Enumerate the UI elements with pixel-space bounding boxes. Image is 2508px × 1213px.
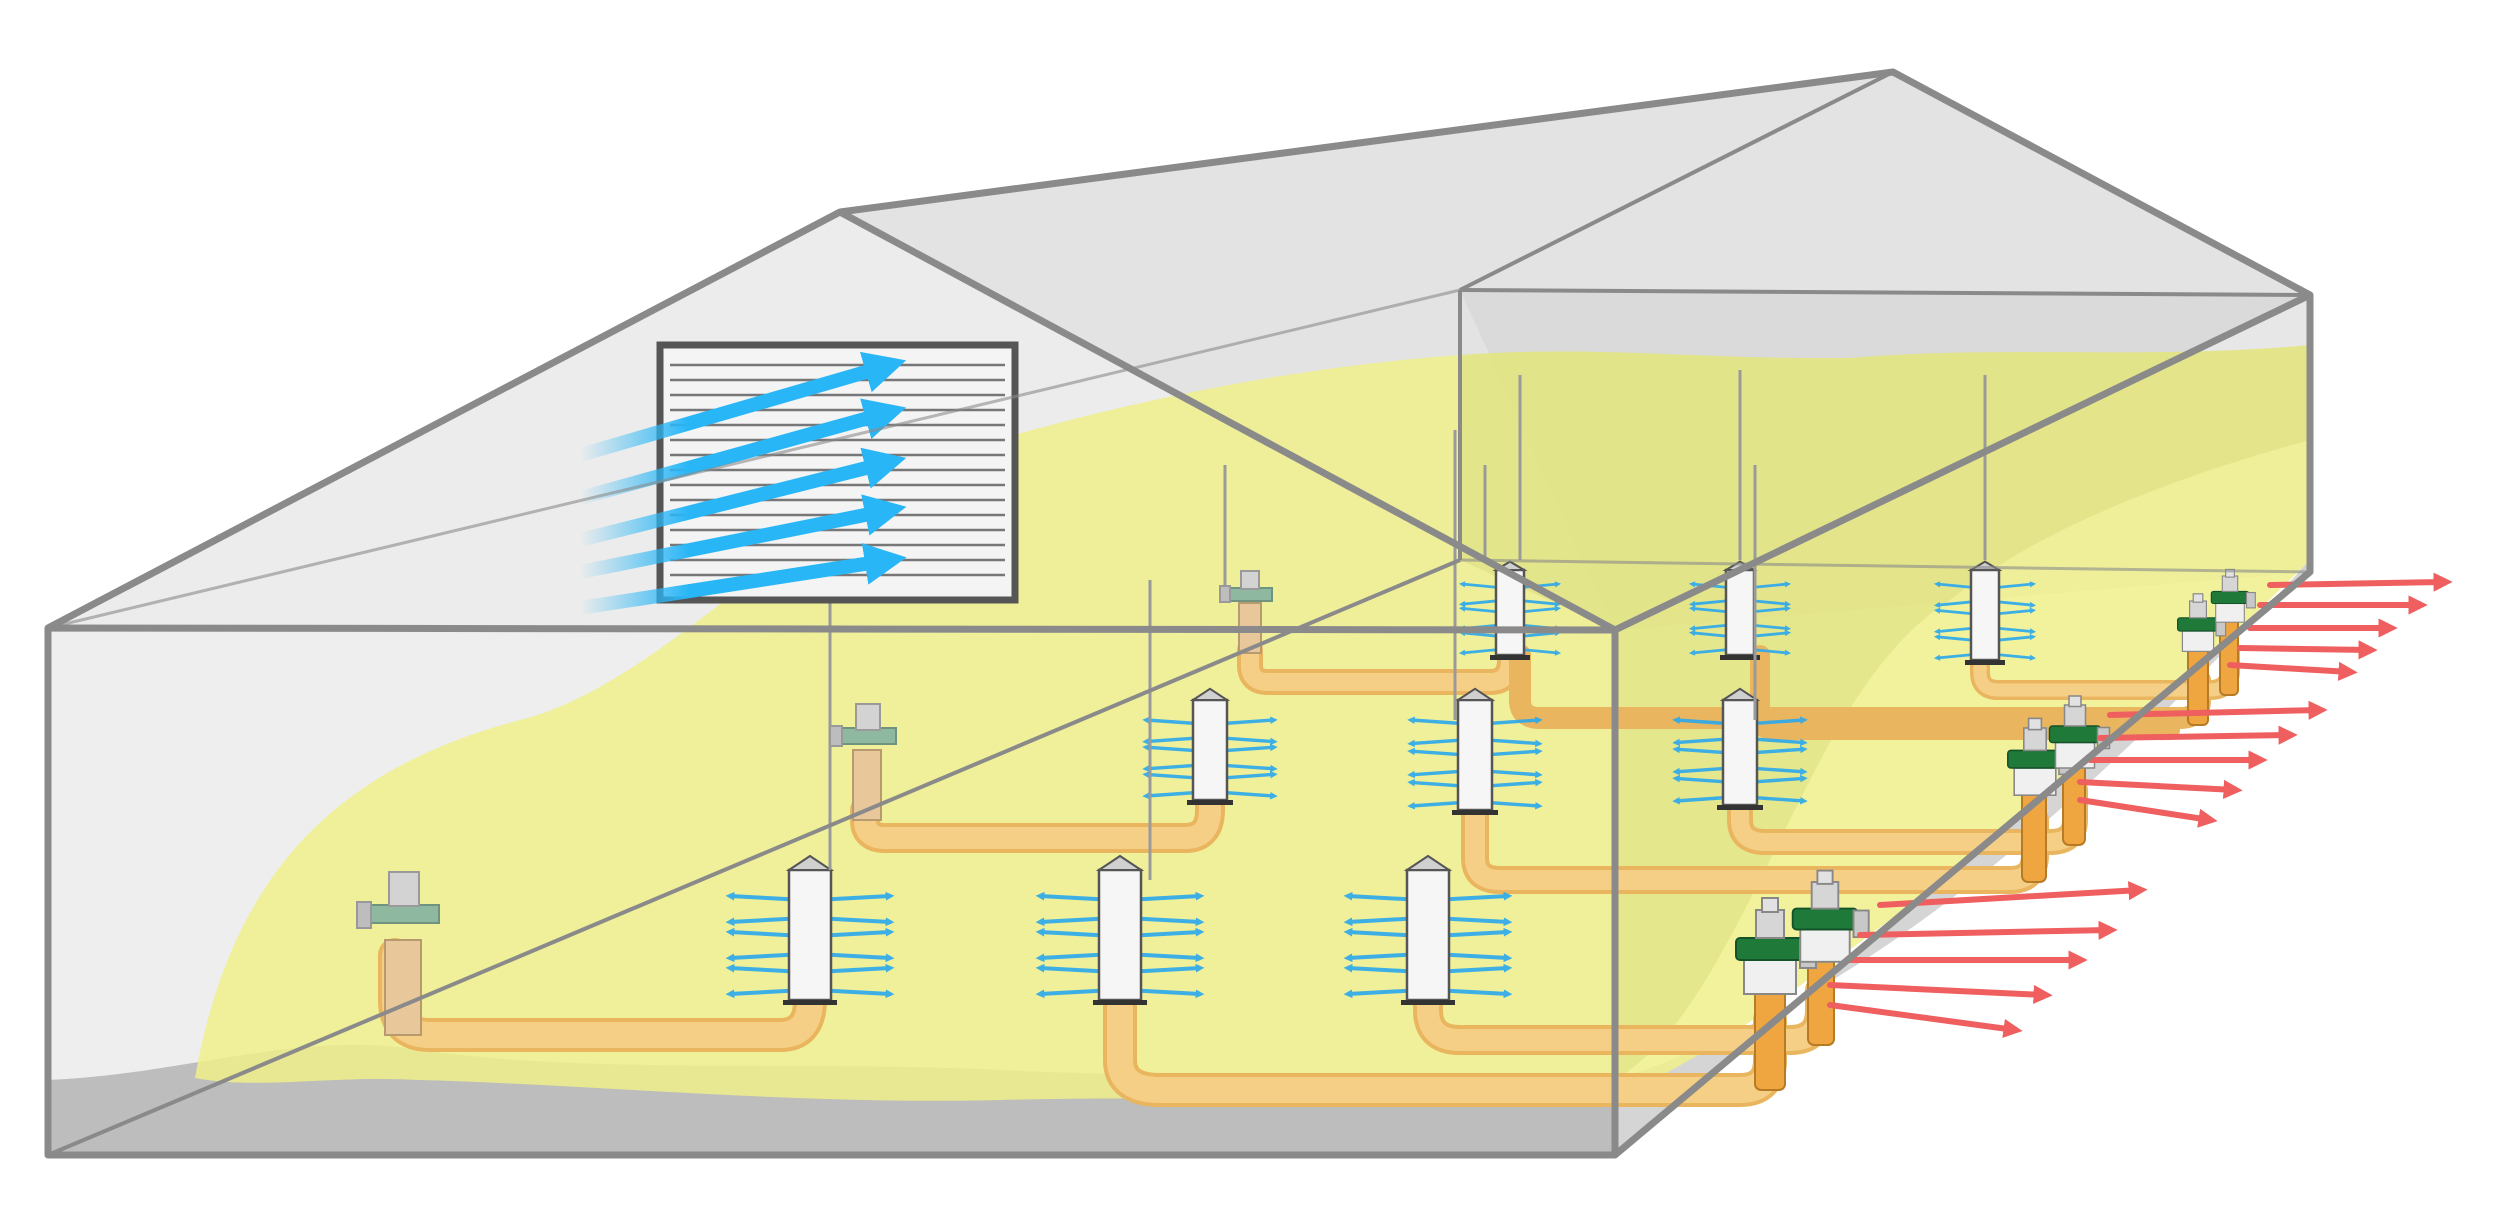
building-outline bbox=[44, 68, 2314, 1159]
exhaust-air-arrow-icon bbox=[2077, 797, 2218, 828]
aeration-columns bbox=[725, 560, 2037, 1005]
exhaust-air-arrow-icon bbox=[2097, 725, 2298, 745]
fan-valve-icon bbox=[2176, 593, 2227, 653]
exhaust-air-arrow-icon bbox=[1827, 1002, 2023, 1038]
intake-air-arrow-icon bbox=[573, 543, 907, 615]
intake-air-arrow-icon bbox=[573, 447, 907, 547]
aeration-column-icon bbox=[1407, 687, 1543, 815]
aeration-column-icon bbox=[1142, 687, 1278, 805]
fan-valve-icon bbox=[2048, 695, 2111, 769]
aeration-column-icon bbox=[1035, 854, 1205, 1005]
exhaust-air-arrow-icon bbox=[2227, 661, 2358, 681]
exhaust-air-arrow-icon bbox=[1877, 881, 2148, 908]
aeration-column-icon bbox=[1688, 560, 1792, 660]
exhaust-air-arrow-icon bbox=[1857, 920, 2118, 940]
intake-air-arrow-icon bbox=[573, 351, 907, 462]
aeration-column-icon bbox=[1933, 560, 2037, 665]
exhaust-fan-units bbox=[1735, 568, 2256, 995]
exhaust-air-arrow-icon bbox=[1827, 982, 2053, 1005]
intake-air-arrow-icon bbox=[573, 494, 907, 579]
fan-valve-icon bbox=[2210, 568, 2256, 623]
aeration-column-icon bbox=[725, 854, 895, 1005]
intake-air-arrow-icon bbox=[573, 398, 907, 505]
exhaust-air-arrow-icon bbox=[2077, 779, 2243, 799]
aeration-column-icon bbox=[1343, 854, 1513, 1005]
fan-valve-icon bbox=[1791, 869, 1870, 963]
aeration-column-icon bbox=[1458, 560, 1562, 660]
exhaust-air-arrow-icon bbox=[2237, 640, 2378, 660]
aeration-column-icon bbox=[1672, 687, 1808, 810]
intake-air-arrows bbox=[573, 351, 907, 615]
